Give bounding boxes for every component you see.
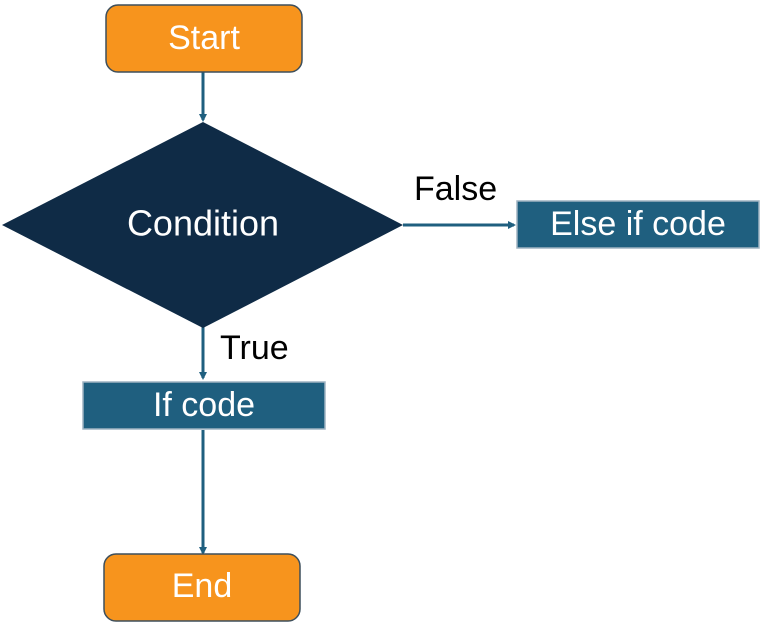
node-condition: Condition: [2, 122, 403, 328]
edge-label-true: True: [220, 329, 289, 367]
node-if-code: If code: [82, 381, 326, 430]
condition-shape: [2, 122, 403, 328]
else-if-code-label: Else if code: [550, 205, 726, 243]
end-shape: [103, 553, 301, 622]
if-code-label: If code: [153, 386, 255, 424]
else-if-code-shape: [516, 200, 760, 249]
node-else-if-code: Else if code: [516, 200, 760, 249]
node-start: Start: [105, 4, 303, 73]
edge-label-false: False: [414, 170, 497, 208]
node-end: End: [103, 553, 301, 622]
start-label: Start: [168, 19, 240, 57]
end-label: End: [172, 567, 233, 605]
start-shape: [105, 4, 303, 73]
condition-label: Condition: [127, 203, 279, 244]
if-code-shape: [82, 381, 326, 430]
